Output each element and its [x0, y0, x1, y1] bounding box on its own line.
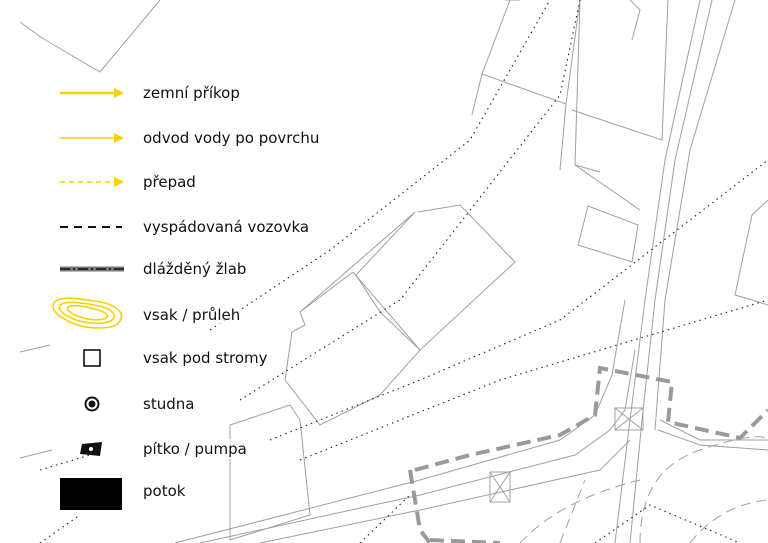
legend-item-prepad: přepad	[0, 167, 400, 197]
legend-item-zemni-prikop: zemní příkop	[0, 78, 400, 108]
black-rectangle-icon	[60, 478, 122, 510]
legend-label: vsak / průleh	[143, 305, 241, 325]
dash-dot-gray-line-icon	[60, 266, 124, 272]
thin-yellow-arrow-icon	[60, 133, 124, 143]
dashed-yellow-arrow-icon	[60, 177, 124, 187]
legend-label: přepad	[143, 172, 196, 192]
legend-item-odvod-vody: odvod vody po povrchu	[0, 123, 400, 153]
legend-label: zemní příkop	[143, 83, 240, 103]
legend-label: vsak pod stromy	[143, 348, 268, 368]
legend-item-pitko-pumpa: pítko / pumpa	[0, 434, 400, 464]
dashed-black-line-icon	[60, 226, 122, 228]
legend-label: pítko / pumpa	[143, 439, 247, 459]
pump-icon	[80, 442, 102, 456]
legend-item-vsak-pruleh: vsak / průleh	[0, 297, 400, 330]
square-outline-icon	[83, 349, 101, 367]
well-ring-icon	[84, 396, 100, 412]
solid-yellow-arrow-icon	[60, 88, 124, 98]
legend-item-studna: studna	[0, 389, 400, 419]
legend-item-vyspadovana-vozovka: vyspádovaná vozovka	[0, 212, 400, 242]
legend-label: studna	[143, 394, 195, 414]
yellow-contour-icon	[52, 297, 123, 329]
legend-label: odvod vody po povrchu	[143, 128, 320, 148]
legend-item-vsak-pod-stromy: vsak pod stromy	[0, 343, 400, 373]
legend-item-potok: potok	[0, 476, 400, 510]
legend-label: potok	[143, 481, 186, 501]
legend-item-dlazdeny-zlab: dlážděný žlab	[0, 254, 400, 284]
legend-label: dlážděný žlab	[143, 259, 247, 279]
legend-label: vyspádovaná vozovka	[143, 217, 310, 237]
